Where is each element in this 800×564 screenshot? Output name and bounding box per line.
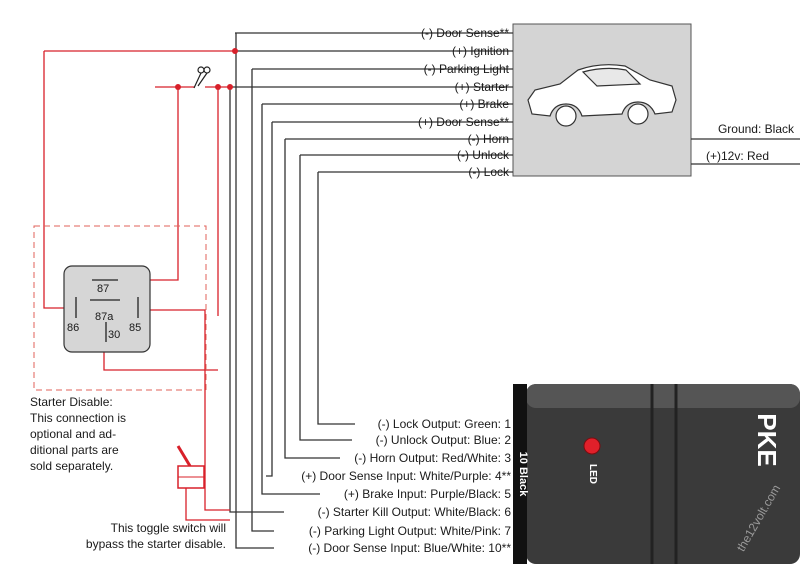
vehicle-wire-unlock: (-) Unlock xyxy=(457,148,510,162)
output-lock: (-) Lock Output: Green: 1 xyxy=(378,417,512,431)
module-name: PKE xyxy=(752,413,782,466)
relay-pin-30: 30 xyxy=(108,329,120,341)
input-door-sense-neg: (-) Door Sense Input: Blue/White: 10** xyxy=(308,541,511,555)
vehicle-wire-labels: (-) Door Sense** (+) Ignition (-) Parkin… xyxy=(418,26,510,179)
relay-pin-87a: 87a xyxy=(95,311,114,323)
twelve-volt-label: (+)12v: Red xyxy=(706,149,769,163)
connector-label: 10 Black xyxy=(517,452,529,498)
note-line: sold separately. xyxy=(30,459,114,473)
note-line: This toggle switch will xyxy=(110,521,226,535)
relay: 87 87a 86 85 30 xyxy=(63,265,151,353)
relay-pin-85: 85 xyxy=(129,322,141,334)
note-line: Starter Disable: xyxy=(30,395,113,409)
relay-pin-87: 87 xyxy=(97,283,109,295)
connector-strip xyxy=(513,384,527,564)
vehicle-wire-door-sense-pos: (+) Door Sense** xyxy=(418,115,509,129)
toggle-switch-icon xyxy=(176,445,230,521)
input-brake: (+) Brake Input: Purple/Black: 5 xyxy=(344,487,511,501)
vehicle-wire-lock: (-) Lock xyxy=(468,165,510,179)
vehicle-wire-lines xyxy=(230,32,513,173)
note-line: optional and ad- xyxy=(30,427,117,441)
output-unlock: (-) Unlock Output: Blue: 2 xyxy=(376,433,512,447)
wire-bundle xyxy=(229,33,355,549)
note-line: This connection is xyxy=(30,411,127,425)
vehicle-wire-brake: (+) Brake xyxy=(459,97,509,111)
scissors-icon xyxy=(193,66,211,89)
car-icon xyxy=(527,64,677,127)
vehicle-wire-parking-light: (-) Parking Light xyxy=(424,62,510,76)
input-door-sense-pos: (+) Door Sense Input: White/Purple: 4** xyxy=(301,469,511,483)
pke-module: 10 Black LED PKE the12volt.com xyxy=(513,384,800,564)
output-horn: (-) Horn Output: Red/White: 3 xyxy=(354,451,511,465)
toggle-note: This toggle switch will bypass the start… xyxy=(60,520,226,552)
vehicle-wire-horn: (-) Horn xyxy=(468,132,509,146)
output-starter-kill: (-) Starter Kill Output: White/Black: 6 xyxy=(318,505,512,519)
vehicle-wire-door-sense-neg: (-) Door Sense** xyxy=(421,26,509,40)
note-line: bypass the starter disable. xyxy=(85,537,226,551)
output-parking-light: (-) Parking Light Output: White/Pink: 7 xyxy=(309,524,511,538)
module-output-labels: (-) Lock Output: Green: 1 (-) Unlock Out… xyxy=(301,417,511,555)
note-line: ditional parts are xyxy=(30,443,119,457)
vehicle-wire-ignition: (+) Ignition xyxy=(452,44,509,58)
led-icon xyxy=(583,437,601,455)
led-label: LED xyxy=(587,464,598,484)
vehicle-wire-starter: (+) Starter xyxy=(455,80,509,94)
optional-parts-area xyxy=(33,225,207,391)
relay-pin-86: 86 xyxy=(67,322,79,334)
ground-label: Ground: Black xyxy=(718,122,795,136)
starter-disable-note: Starter Disable: This connection is opti… xyxy=(30,394,180,474)
